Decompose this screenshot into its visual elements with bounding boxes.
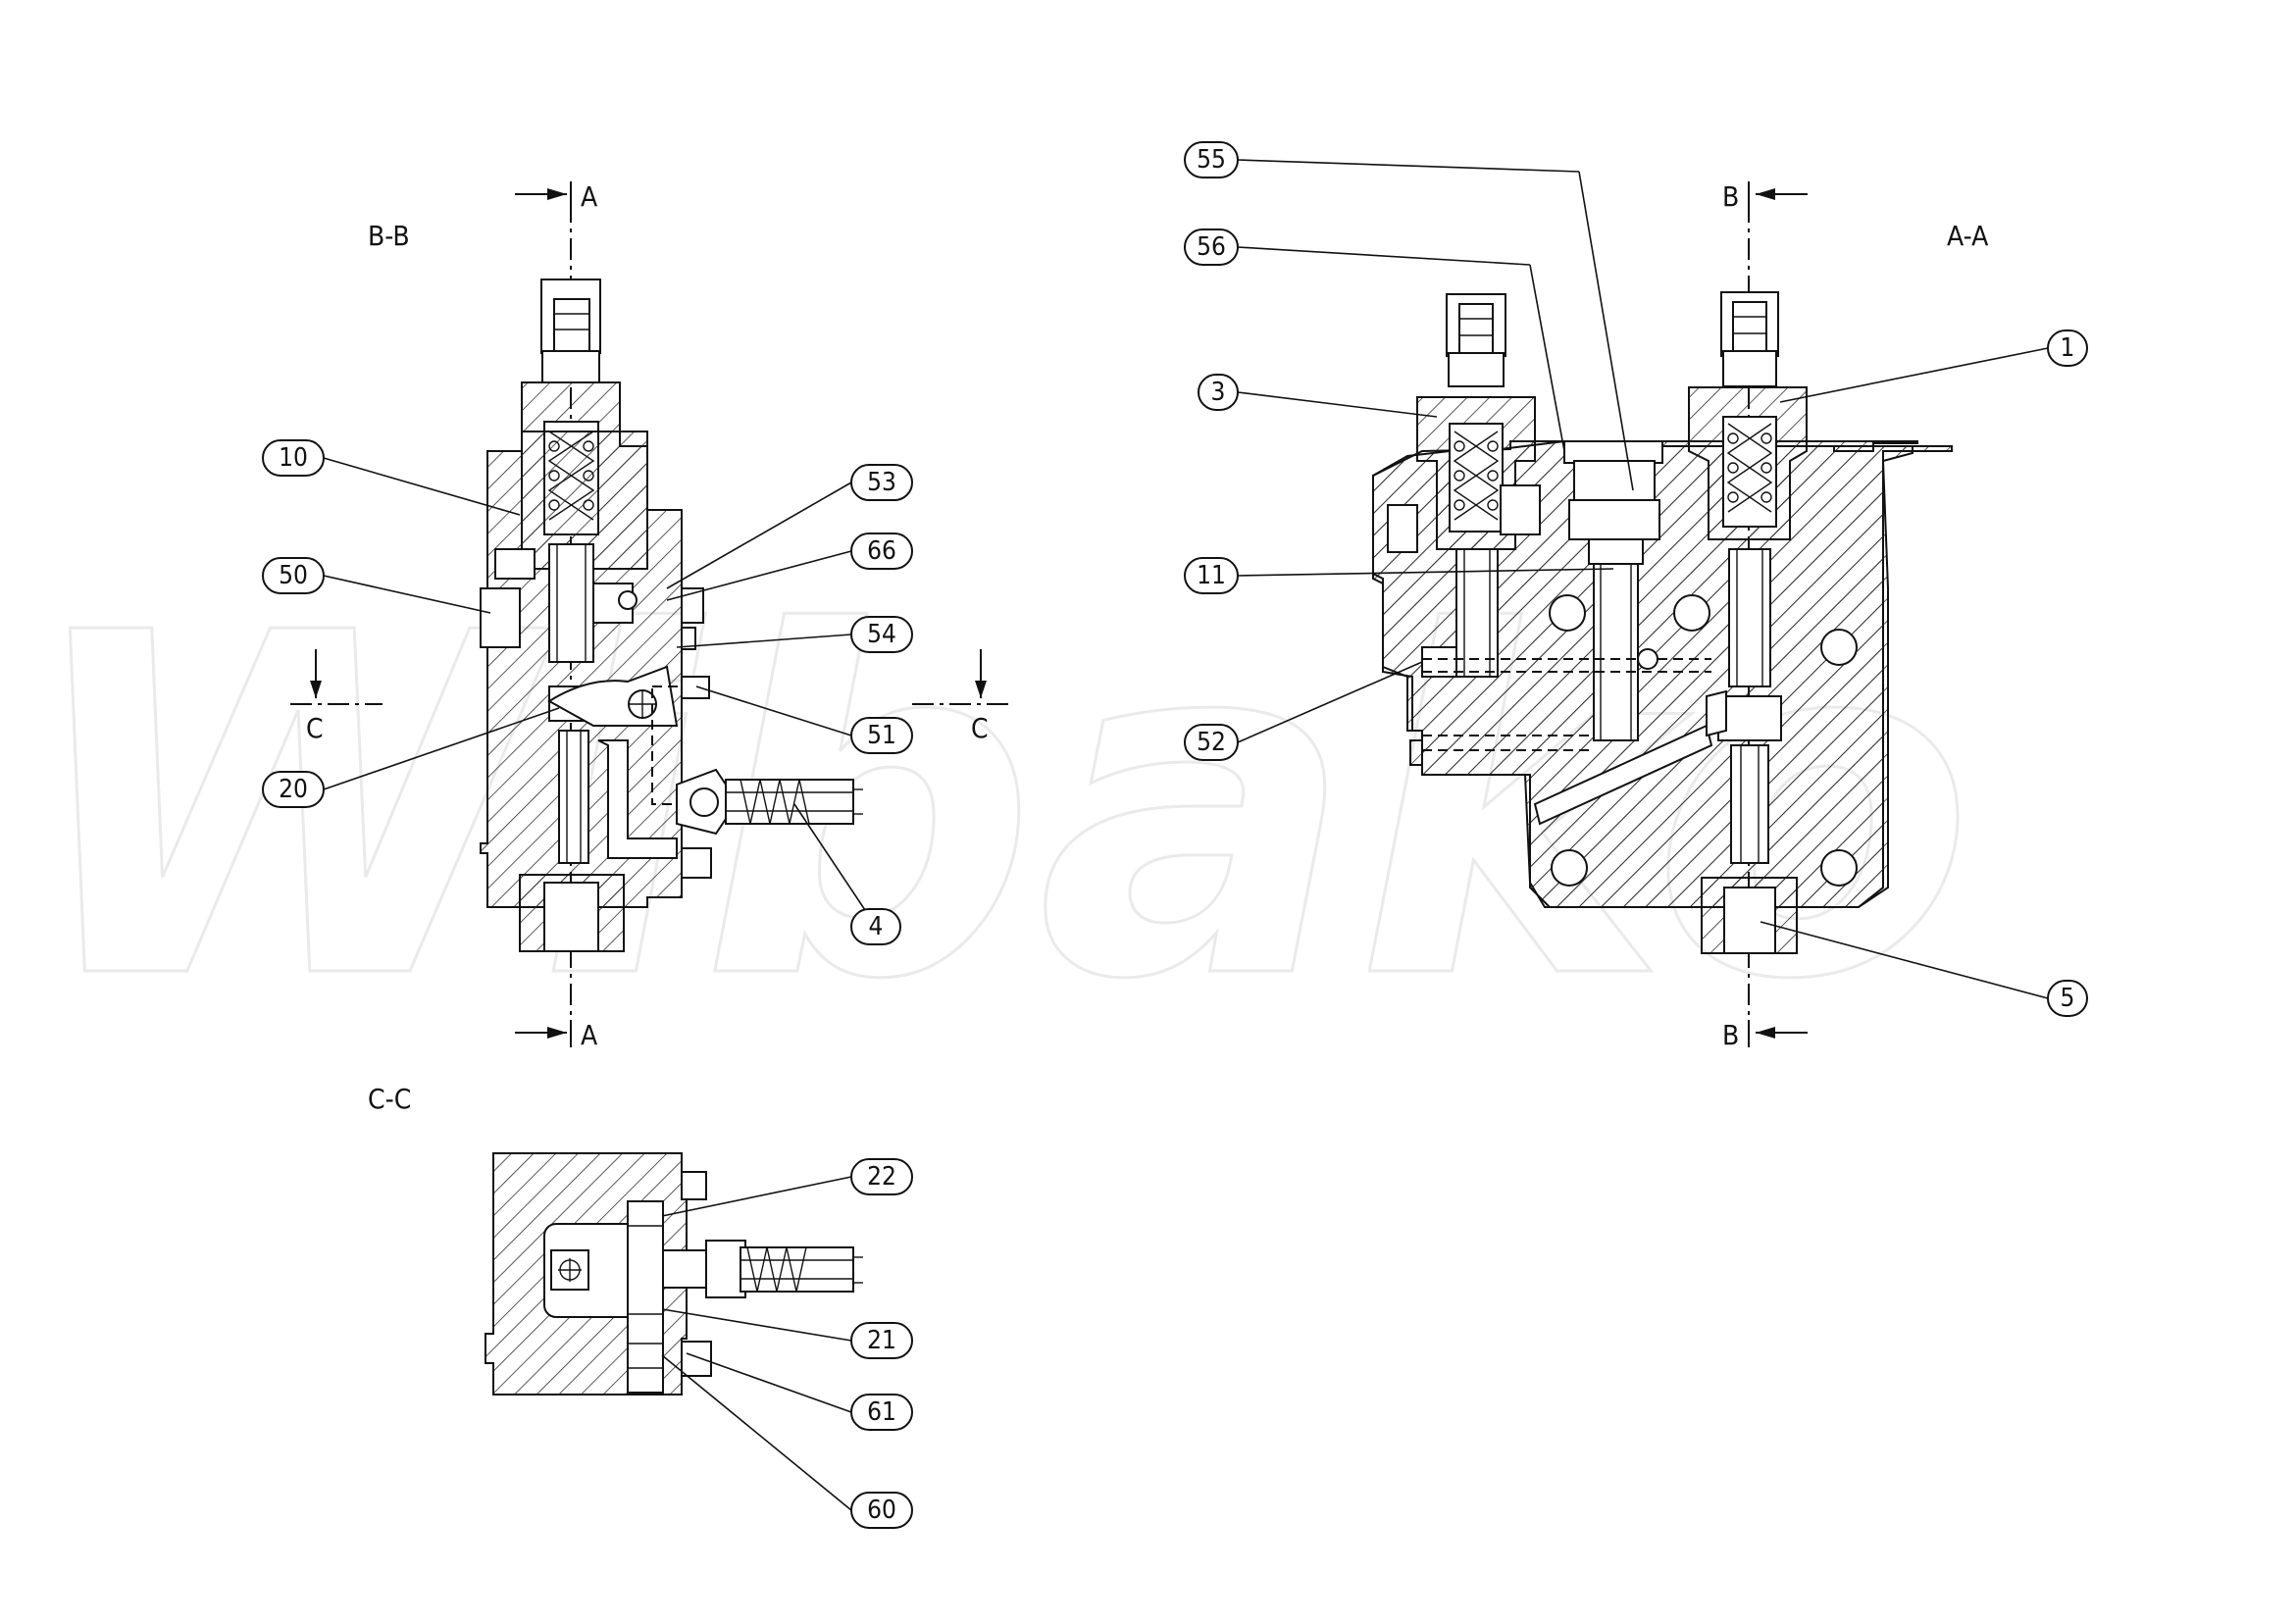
balloon-56: 56 <box>1184 228 1239 266</box>
balloon-52: 52 <box>1184 724 1239 761</box>
svg-text:50: 50 <box>279 561 308 590</box>
section-label-cc: C-C <box>368 1083 411 1115</box>
balloon-4: 4 <box>850 908 901 945</box>
svg-text:60: 60 <box>867 1496 896 1525</box>
callout-balloons: 10 50 20 53 66 54 51 4 55 56 3 11 52 1 5… <box>262 141 2088 1529</box>
section-label-bb: B-B <box>368 220 410 252</box>
section-bb-view: B-B A A C C <box>290 180 1010 1051</box>
svg-text:1: 1 <box>2061 333 2075 363</box>
balloon-53: 53 <box>850 464 913 501</box>
cut-letter-b-bottom: B <box>1722 1019 1739 1051</box>
section-aa-view: A-A B B <box>1372 180 1989 1051</box>
balloon-21: 21 <box>850 1322 913 1359</box>
balloon-22: 22 <box>850 1158 913 1195</box>
balloon-3: 3 <box>1198 374 1239 411</box>
svg-text:22: 22 <box>867 1162 896 1192</box>
svg-text:3: 3 <box>1211 378 1226 407</box>
svg-text:56: 56 <box>1197 232 1226 262</box>
svg-text:51: 51 <box>867 721 896 750</box>
cut-letter-b-top: B <box>1722 180 1739 213</box>
balloon-10: 10 <box>262 439 325 477</box>
svg-text:10: 10 <box>279 443 308 473</box>
section-cc-view: C-C <box>368 1083 863 1396</box>
leader-lines <box>323 159 2049 1511</box>
balloon-5: 5 <box>2047 980 2088 1017</box>
svg-text:66: 66 <box>867 536 896 566</box>
balloon-61: 61 <box>850 1394 913 1431</box>
svg-text:21: 21 <box>867 1326 896 1355</box>
svg-text:55: 55 <box>1197 145 1226 175</box>
svg-text:4: 4 <box>869 912 884 941</box>
cut-letter-a-bottom: A <box>581 1019 598 1051</box>
balloon-11: 11 <box>1184 557 1239 594</box>
svg-text:53: 53 <box>867 468 896 497</box>
balloon-54: 54 <box>850 616 913 653</box>
balloon-51: 51 <box>850 717 913 754</box>
balloon-50: 50 <box>262 557 325 594</box>
svg-text:52: 52 <box>1197 728 1226 757</box>
balloon-60: 60 <box>850 1492 913 1529</box>
cut-letter-c-right: C <box>971 712 989 744</box>
cut-letter-c-left: C <box>306 712 324 744</box>
balloon-66: 66 <box>850 533 913 570</box>
svg-text:11: 11 <box>1197 561 1226 590</box>
section-label-aa: A-A <box>1947 220 1989 252</box>
svg-text:61: 61 <box>867 1397 896 1427</box>
balloon-1: 1 <box>2047 330 2088 367</box>
svg-text:5: 5 <box>2061 984 2075 1013</box>
svg-text:54: 54 <box>867 620 896 649</box>
balloon-55: 55 <box>1184 141 1239 178</box>
balloon-20: 20 <box>262 771 325 808</box>
svg-text:20: 20 <box>279 775 308 804</box>
cut-letter-a-top: A <box>581 180 598 213</box>
